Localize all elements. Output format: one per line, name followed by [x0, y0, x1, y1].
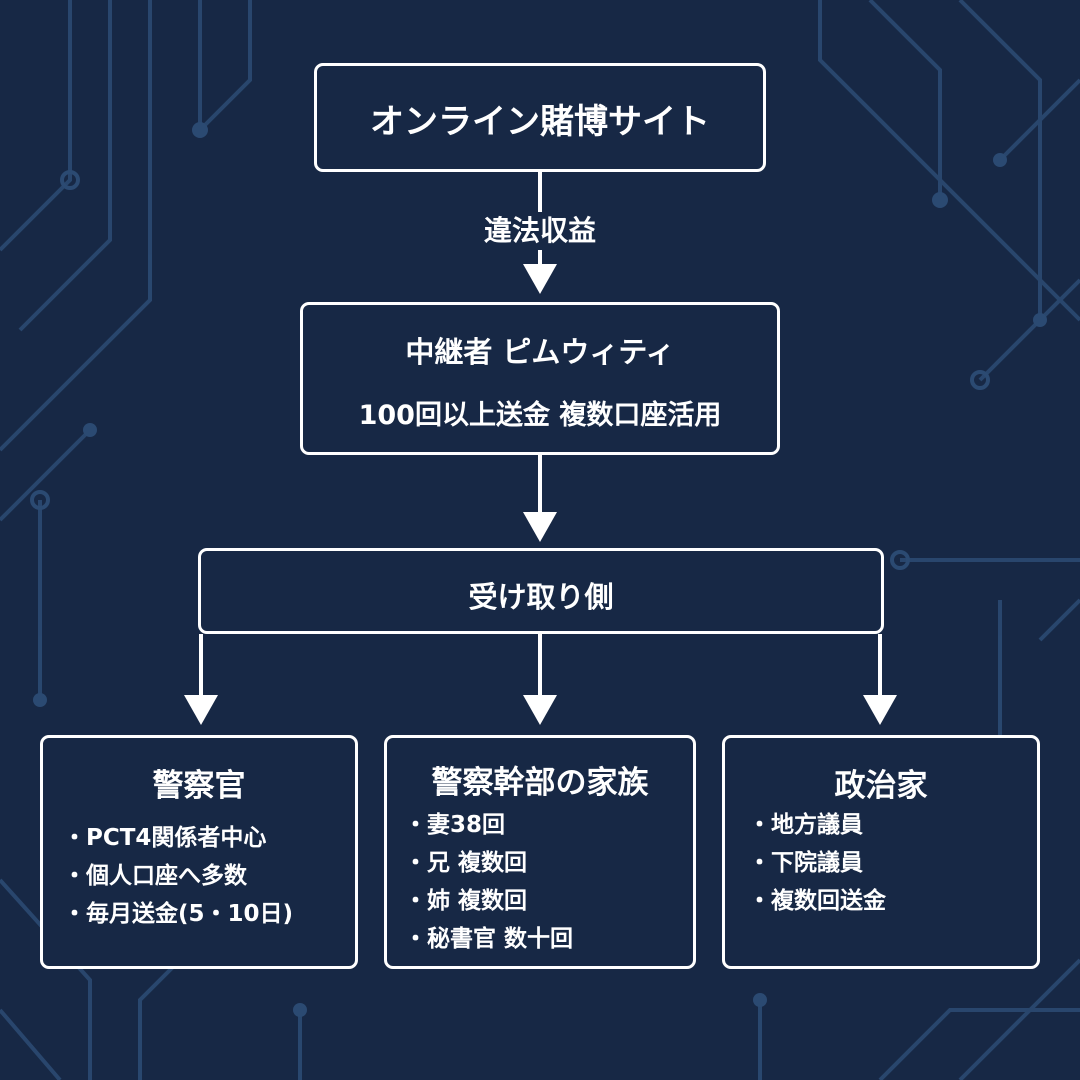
list-item: 秘書官 数十回 — [404, 920, 573, 958]
edge-label-illegal-proceeds: 違法収益 — [460, 212, 620, 250]
receivers-title: 受け取り側 — [468, 580, 614, 614]
list-item: PCT4関係者中心 — [63, 819, 293, 857]
list-item: 個人口座へ多数 — [63, 857, 293, 895]
list-item: 姉 複数回 — [404, 882, 573, 920]
police-box: 警察官 PCT4関係者中心 個人口座へ多数 毎月送金(5・10日) — [40, 735, 358, 969]
arrowhead-family — [523, 695, 557, 725]
family-list: 妻38回 兄 複数回 姉 複数回 秘書官 数十回 — [404, 806, 573, 958]
politicians-list: 地方議員 下院議員 複数回送金 — [748, 806, 886, 920]
relay-box: 中継者 ピムウィティ 100回以上送金 複数口座活用 — [300, 302, 780, 455]
receivers-box: 受け取り側 — [198, 548, 884, 634]
politicians-title: 政治家 — [834, 768, 928, 804]
family-title: 警察幹部の家族 — [431, 765, 649, 801]
list-item: 下院議員 — [748, 844, 886, 882]
arrowhead-politicians — [863, 695, 897, 725]
arrowhead-police — [184, 695, 218, 725]
list-item: 妻38回 — [404, 806, 573, 844]
source-box: オンライン賭博サイト — [314, 63, 766, 172]
relay-line-1: 中継者 ピムウィティ — [405, 335, 675, 369]
politicians-box: 政治家 地方議員 下院議員 複数回送金 — [722, 735, 1040, 969]
family-box: 警察幹部の家族 妻38回 兄 複数回 姉 複数回 秘書官 数十回 — [384, 735, 696, 969]
arrowhead-receivers — [523, 512, 557, 542]
list-item: 地方議員 — [748, 806, 886, 844]
police-title: 警察官 — [152, 768, 246, 804]
relay-line-2: 100回以上送金 複数口座活用 — [358, 400, 722, 431]
list-item: 複数回送金 — [748, 882, 886, 920]
list-item: 兄 複数回 — [404, 844, 573, 882]
source-title: オンライン賭博サイト — [370, 102, 710, 142]
list-item: 毎月送金(5・10日) — [63, 895, 293, 933]
police-list: PCT4関係者中心 個人口座へ多数 毎月送金(5・10日) — [63, 819, 293, 933]
arrowhead-relay — [523, 264, 557, 294]
